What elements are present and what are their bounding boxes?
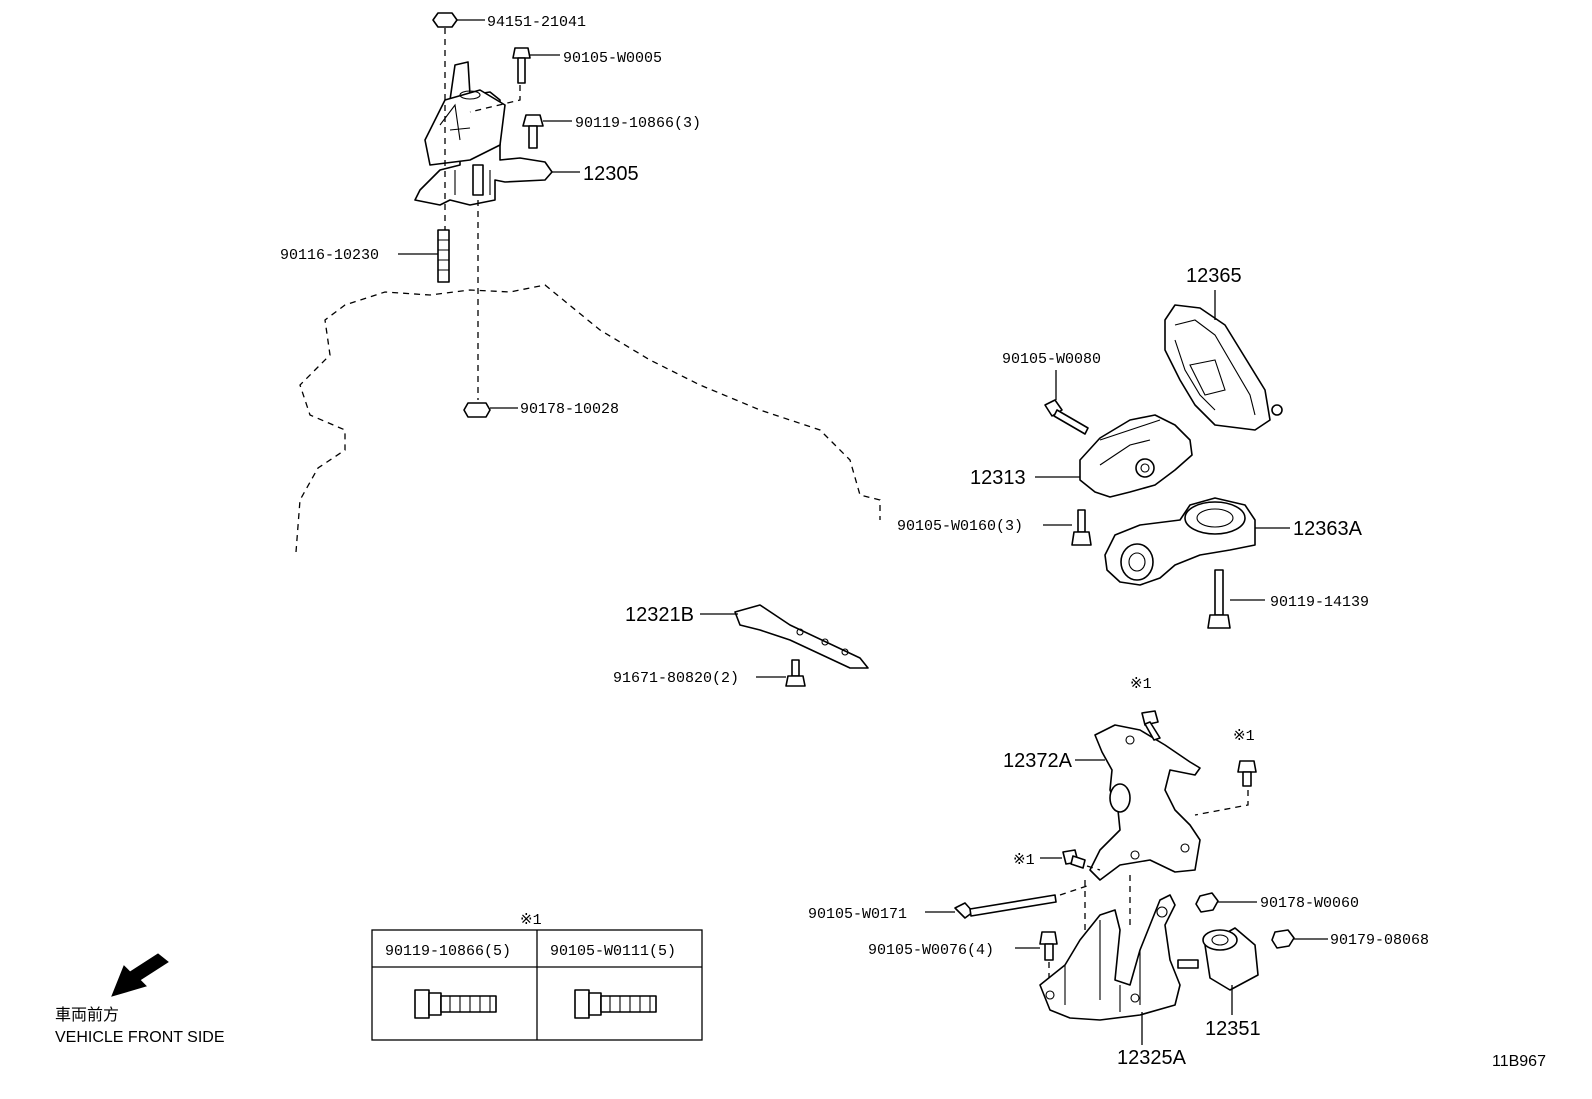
legend-bolt-2-icon	[574, 989, 657, 1019]
nut-94151-icon	[432, 12, 458, 28]
bolt-90119-14139-icon	[1207, 569, 1231, 629]
nut-90178-w0060-icon	[1195, 892, 1219, 913]
bolt-90105-w0171-icon	[954, 894, 1057, 919]
bolt-90105-w0160-icon	[1071, 509, 1092, 546]
label-90119-14139: 90119-14139	[1270, 594, 1369, 611]
label-90179: 90179-08068	[1330, 932, 1429, 949]
label-note1-a: ※1	[1130, 676, 1152, 693]
label-90105-w0005: 90105-W0005	[563, 50, 662, 67]
label-90116: 90116-10230	[280, 247, 379, 264]
label-12372a: 12372A	[1003, 750, 1073, 772]
bolt-91671-icon	[785, 659, 806, 687]
label-94151: 94151-21041	[487, 14, 586, 31]
bolt-note1-b-icon	[1237, 760, 1257, 787]
label-90119-10866: 90119-10866(3)	[575, 115, 701, 132]
label-12325a: 12325A	[1117, 1047, 1187, 1069]
stud-90116-icon	[437, 229, 450, 283]
label-91671: 91671-80820(2)	[613, 670, 739, 687]
bracket-12321b	[734, 604, 869, 669]
bracket-12325a	[1039, 894, 1199, 1021]
legend-bolt-1-icon	[414, 989, 497, 1019]
direction-label-en: VEHICLE FRONT SIDE	[55, 1029, 225, 1046]
label-note1-c: ※1	[1013, 852, 1035, 869]
label-12305: 12305	[583, 163, 639, 185]
nut-90179-icon	[1271, 929, 1295, 949]
label-12351: 12351	[1205, 1018, 1261, 1040]
legend-table: ※1 90119-10866(5) 90105-W0111(5)	[371, 912, 703, 1041]
label-12313: 12313	[970, 467, 1026, 489]
bolt-90105-w0080-icon	[1044, 399, 1089, 435]
label-90105-w0171: 90105-W0171	[808, 906, 907, 923]
label-12365: 12365	[1186, 265, 1242, 287]
legend-note: ※1	[520, 912, 542, 929]
legend-col2-part: 90105-W0111(5)	[550, 943, 676, 960]
direction-label-jp: 車両前方	[55, 1006, 119, 1024]
bracket-12365	[1164, 304, 1283, 431]
legend-col1-part: 90119-10866(5)	[385, 943, 511, 960]
engine-outline	[295, 284, 881, 553]
bolt-90105-w0076-icon	[1039, 931, 1058, 961]
torque-rod-12363a	[1104, 497, 1256, 586]
label-12321b: 12321B	[625, 604, 694, 626]
diagram-id: 11B967	[1492, 1053, 1546, 1070]
label-90105-w0076: 90105-W0076(4)	[868, 942, 994, 959]
vehicle-front-arrow-icon	[111, 953, 169, 997]
bolt-note1-c-icon	[1062, 849, 1086, 869]
guide-line	[469, 85, 521, 113]
bolt-note1-a-icon	[1141, 710, 1161, 741]
mount-stud-icon	[472, 164, 484, 196]
label-note1-b: ※1	[1233, 728, 1255, 745]
bolt-90105-w0005-icon	[512, 47, 531, 84]
label-12363a: 12363A	[1293, 518, 1363, 540]
bushing-12351	[1202, 927, 1259, 991]
label-90178-10028: 90178-10028	[520, 401, 619, 418]
label-90178-w0060: 90178-W0060	[1260, 895, 1359, 912]
bolt-90119-10866-icon	[522, 114, 544, 149]
label-90105-w0080: 90105-W0080	[1002, 351, 1101, 368]
label-90105-w0160: 90105-W0160(3)	[897, 518, 1023, 535]
bracket-12372a	[1089, 724, 1201, 881]
nut-90178-10028-icon	[463, 402, 491, 418]
engine-mount-12313	[1079, 414, 1193, 498]
